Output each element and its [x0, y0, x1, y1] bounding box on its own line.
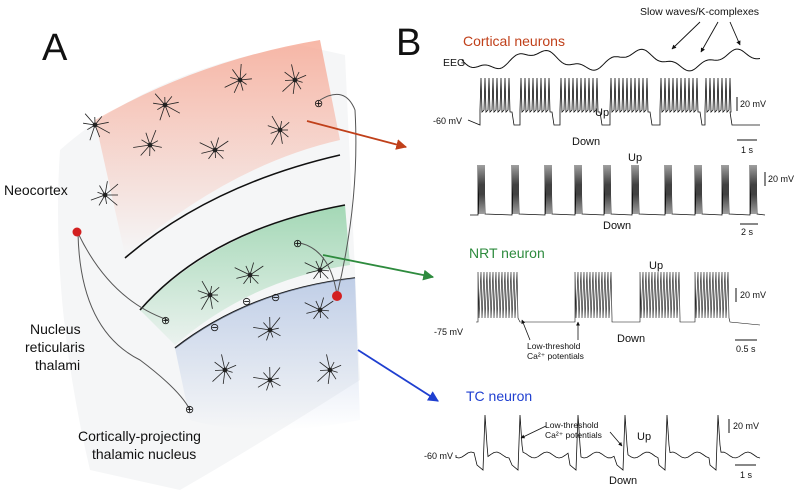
nrt-down-label: Down: [617, 333, 645, 345]
tc-title: TC neuron: [466, 388, 532, 404]
cortical-vm-label: -60 mV: [433, 116, 462, 126]
thalamic-label-line2: thalamic nucleus: [92, 446, 196, 462]
nrt-up-label: Up: [649, 260, 663, 272]
slow-wave-arrow-1: [672, 22, 700, 49]
synapse-excitatory-thalamus: ⊕: [185, 404, 194, 416]
panel-a: ⊕ ⊕ ⊕ ⊕ ⊖ ⊖ ⊖ A Neocortex Nucleus reticu…: [4, 27, 438, 490]
cortical-up-label-2: Up: [628, 152, 642, 164]
synapse-inhibitory-2: ⊖: [271, 292, 280, 304]
cortical-up-label: Up: [595, 107, 609, 119]
tc-scale-t: 1 s: [740, 470, 753, 480]
nrt-scale-v: 20 mV: [740, 290, 766, 300]
cortical-scale-t-2: 2 s: [741, 227, 754, 237]
tc-annotation-line1: Low-threshold: [545, 420, 599, 430]
tc-annotation-line2: Ca²⁺ potentials: [545, 430, 602, 440]
nrt-annotation-line1: Low-threshold: [527, 341, 581, 351]
synapse-excitatory-nrt-2: ⊕: [161, 315, 170, 327]
nrt-trace: [476, 272, 760, 325]
synapse-excitatory-nrt-1: ⊕: [293, 238, 302, 250]
tc-vm-label: -60 mV: [424, 451, 453, 461]
cortical-down-label: Down: [572, 136, 600, 148]
synapse-inhibitory-3: ⊖: [210, 322, 219, 334]
slow-wave-arrow-3: [730, 22, 740, 45]
cortical-trace-2: [470, 165, 765, 215]
cortical-down-label-2: Down: [603, 220, 631, 232]
arrow-tc: [358, 350, 438, 401]
tc-down-label: Down: [609, 475, 637, 487]
eeg-trace: [462, 49, 760, 71]
neocortex-label: Neocortex: [4, 182, 68, 198]
thalamic-neuron-soma: [332, 291, 342, 301]
cortical-title: Cortical neurons: [463, 33, 565, 49]
panel-a-letter: A: [42, 27, 68, 69]
slow-waves-annotation: Slow waves/K-complexes: [640, 6, 759, 18]
nrt-label-line1: Nucleus: [30, 321, 81, 337]
tc-annotation-arrow-2: [610, 432, 622, 446]
tc-up-label: Up: [637, 431, 651, 443]
nrt-label-line2: reticularis: [25, 339, 85, 355]
tc-annotation-arrow-1: [521, 426, 546, 438]
nrt-title: NRT neuron: [469, 245, 545, 261]
nrt-vm-label: -75 mV: [434, 327, 463, 337]
cortical-scale-v-2: 20 mV: [768, 174, 794, 184]
cortical-scale-t-1: 1 s: [741, 145, 754, 155]
synapse-excitatory-cortex: ⊕: [314, 98, 323, 110]
cortical-trace-1: [468, 78, 760, 125]
thalamic-label-line1: Cortically-projecting: [78, 428, 201, 444]
tc-trace: [456, 415, 760, 470]
eeg-label: EEG: [443, 57, 465, 69]
cortical-scale-v-1: 20 mV: [740, 99, 766, 109]
panel-b: B Cortical neurons Slow waves/K-complexe…: [396, 6, 794, 487]
cortical-neuron-soma: [73, 228, 82, 237]
tc-scale-v: 20 mV: [733, 421, 759, 431]
nrt-label-line3: thalami: [35, 357, 80, 373]
nrt-annotation-arrow-1: [522, 320, 530, 340]
nrt-annotation-line2: Ca²⁺ potentials: [527, 351, 584, 361]
panel-b-letter: B: [396, 22, 421, 64]
nrt-scale-t: 0.5 s: [736, 344, 756, 354]
slow-wave-arrow-2: [701, 22, 718, 52]
synapse-inhibitory-1: ⊖: [242, 296, 251, 308]
